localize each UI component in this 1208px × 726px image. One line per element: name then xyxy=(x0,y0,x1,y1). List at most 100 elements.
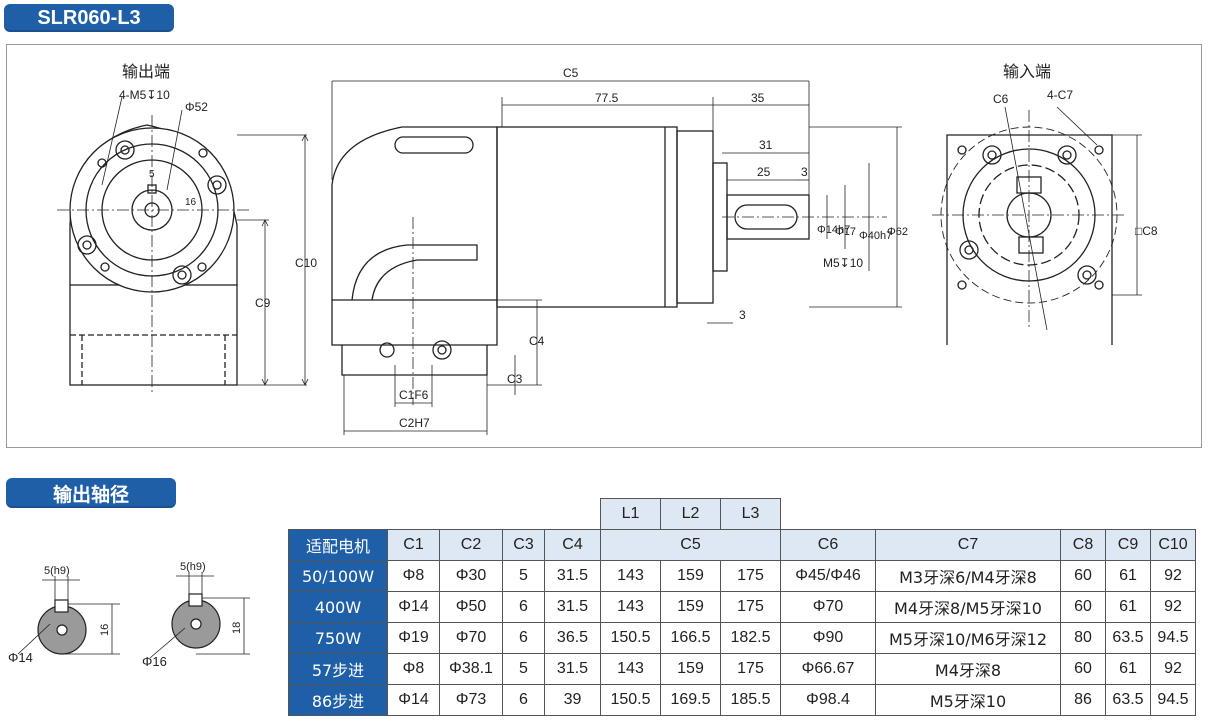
left-height: 16 xyxy=(99,624,111,636)
header-l1: L1 xyxy=(600,498,661,530)
label-five: 5 xyxy=(149,169,155,180)
label-c7: 4-C7 xyxy=(1047,88,1073,102)
input-end-label: 输入端 xyxy=(1003,62,1051,81)
cell-c8: 60 xyxy=(1060,560,1106,592)
table-row: 57步进 Φ8 Φ38.1 5 31.5 143 159 175 Φ66.67 … xyxy=(288,653,1196,685)
cell-c6: Φ70 xyxy=(780,591,876,623)
top-header-row: L1 L2 L3 xyxy=(289,498,1196,530)
label-sixteen: 16 xyxy=(185,197,197,208)
label-c6: C6 xyxy=(993,92,1009,106)
cell-l2: 159 xyxy=(660,591,721,623)
shaft-cross-sections: 5(h9) 16 Φ14 5(h9) 18 Φ16 xyxy=(8,561,250,669)
cell-l2: 166.5 xyxy=(660,622,721,654)
row-motor: 86步进 xyxy=(288,684,388,716)
cell-c7: M3牙深6/M4牙深8 xyxy=(875,560,1061,592)
cell-c10: 92 xyxy=(1150,653,1196,685)
cell-c8: 60 xyxy=(1060,653,1106,685)
cell-l3: 175 xyxy=(720,591,781,623)
cell-c7: M4牙深8/M5牙深10 xyxy=(875,591,1061,623)
left-key-width: 5(h9) xyxy=(44,565,70,577)
cell-c4: 31.5 xyxy=(544,560,601,592)
row-motor: 400W xyxy=(288,591,388,623)
label-c2h7: C2H7 xyxy=(399,416,430,430)
cell-c6: Φ98.4 xyxy=(780,684,876,716)
technical-drawing: 输出端 输入端 4-M5↧10 Φ52 5 16 C9 C10 C5 77.5 … xyxy=(57,62,1158,435)
cell-c8: 80 xyxy=(1060,622,1106,654)
cell-c8: 60 xyxy=(1060,591,1106,623)
shaft-section-title: 输出轴径 xyxy=(6,478,176,508)
cell-c10: 94.5 xyxy=(1150,622,1196,654)
table-row: 400W Φ14 Φ50 6 31.5 143 159 175 Φ70 M4牙深… xyxy=(288,591,1196,623)
table-row: 750W Φ19 Φ70 6 36.5 150.5 166.5 182.5 Φ9… xyxy=(288,622,1196,654)
label-phi40h7: Φ40h7 xyxy=(859,230,892,242)
cell-c4: 39 xyxy=(544,684,601,716)
header-c10: C10 xyxy=(1150,529,1196,561)
label-c9: C9 xyxy=(255,296,271,310)
header-c6: C6 xyxy=(780,529,876,561)
label-c10: C10 xyxy=(295,256,317,270)
header-l3: L3 xyxy=(720,498,781,530)
cell-c1: Φ14 xyxy=(387,684,440,716)
table-row: 50/100W Φ8 Φ30 5 31.5 143 159 175 Φ45/Φ4… xyxy=(288,560,1196,592)
cell-c6: Φ66.67 xyxy=(780,653,876,685)
cell-c7: M4牙深8 xyxy=(875,653,1061,685)
cell-c4: 31.5 xyxy=(544,653,601,685)
cell-c2: Φ30 xyxy=(439,560,503,592)
label-31: 31 xyxy=(759,138,773,152)
shaft-section-right xyxy=(149,572,250,659)
label-c8: □C8 xyxy=(1135,224,1158,238)
right-diameter: Φ16 xyxy=(142,654,167,669)
row-motor: 50/100W xyxy=(288,560,388,592)
cell-c1: Φ8 xyxy=(387,560,440,592)
header-motor: 适配电机 xyxy=(288,529,388,561)
label-25: 25 xyxy=(757,165,771,179)
header-c5: C5 xyxy=(600,529,781,561)
row-motor: 57步进 xyxy=(288,653,388,685)
cell-c6: Φ45/Φ46 xyxy=(780,560,876,592)
cell-c7: M5牙深10/M6牙深12 xyxy=(875,622,1061,654)
cell-c2: Φ50 xyxy=(439,591,503,623)
cell-c1: Φ8 xyxy=(387,653,440,685)
cell-l1: 150.5 xyxy=(600,622,661,654)
label-phi52: Φ52 xyxy=(185,100,208,114)
cell-c9: 61 xyxy=(1105,560,1151,592)
label-c5: C5 xyxy=(563,66,579,80)
cell-c3: 6 xyxy=(502,622,545,654)
table-row: 86步进 Φ14 Φ73 6 39 150.5 169.5 185.5 Φ98.… xyxy=(288,684,1196,716)
cell-l3: 175 xyxy=(720,560,781,592)
cell-c9: 61 xyxy=(1105,591,1151,623)
header-c3: C3 xyxy=(502,529,545,561)
header-c2: C2 xyxy=(439,529,503,561)
label-phi62: Φ62 xyxy=(887,226,908,238)
cell-l1: 143 xyxy=(600,653,661,685)
cell-c8: 86 xyxy=(1060,684,1106,716)
cell-l1: 150.5 xyxy=(600,684,661,716)
model-title-badge: SLR060-L3 xyxy=(4,4,174,32)
label-c4: C4 xyxy=(529,334,545,348)
cell-l3: 182.5 xyxy=(720,622,781,654)
cell-c3: 6 xyxy=(502,684,545,716)
label-phi17: Φ17 xyxy=(835,226,856,238)
cell-c1: Φ14 xyxy=(387,591,440,623)
label-3b: 3 xyxy=(739,308,746,322)
cell-c4: 36.5 xyxy=(544,622,601,654)
label-m5-10: M5↧10 xyxy=(823,256,863,270)
cell-l3: 175 xyxy=(720,653,781,685)
cell-c9: 63.5 xyxy=(1105,622,1151,654)
shaft-section-left xyxy=(17,576,120,655)
header-c4: C4 xyxy=(544,529,601,561)
cell-l2: 159 xyxy=(660,653,721,685)
cell-c2: Φ73 xyxy=(439,684,503,716)
left-diameter: Φ14 xyxy=(8,650,33,665)
cell-c9: 61 xyxy=(1105,653,1151,685)
row-motor: 750W xyxy=(288,622,388,654)
right-key-width: 5(h9) xyxy=(180,561,206,573)
cell-c3: 6 xyxy=(502,591,545,623)
header-c8: C8 xyxy=(1060,529,1106,561)
cell-l3: 185.5 xyxy=(720,684,781,716)
spec-table: L1 L2 L3 适配电机 C1 C2 C3 C4 C5 C6 C7 C8 C9… xyxy=(288,498,1196,716)
header-c1: C1 xyxy=(387,529,440,561)
label-c1f6: C1F6 xyxy=(399,388,429,402)
cell-l1: 143 xyxy=(600,591,661,623)
label-3a: 3 xyxy=(801,165,808,179)
